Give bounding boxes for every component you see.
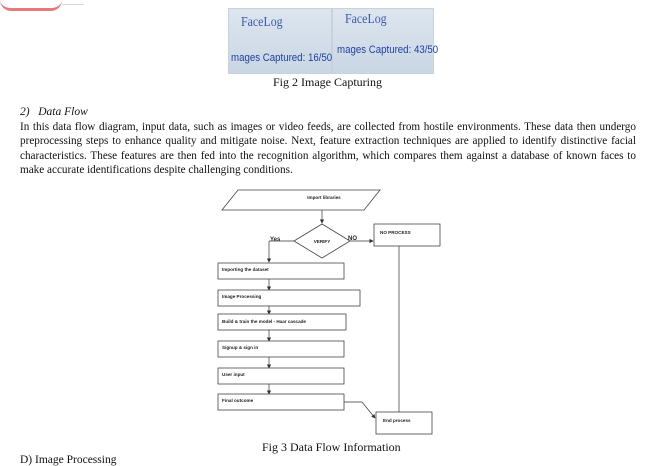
end-process-label: End process <box>383 418 411 423</box>
no-process-box <box>373 223 441 247</box>
step-box <box>217 262 345 280</box>
figure-caption: Fig 3 Data Flow Information <box>262 440 401 454</box>
step-box <box>217 289 361 307</box>
input-label: Import libraries <box>307 195 341 200</box>
capture-screenshot-left: FaceLog mages Captured: 16/50 <box>228 8 332 74</box>
step-box <box>217 367 345 385</box>
decision-label: VERIFY <box>314 239 331 244</box>
logo-fragment <box>0 0 62 11</box>
divider <box>62 4 84 5</box>
app-name: FaceLog <box>241 15 283 30</box>
capture-status: mages Captured: 43/50 <box>337 44 439 56</box>
end-process-box <box>375 411 433 435</box>
figure-caption: Fig 2 Image Capturing <box>273 75 382 89</box>
input-parallelogram <box>221 189 381 211</box>
section-heading: 2) Data Flow <box>20 106 88 118</box>
step-label: Signup & sign in <box>222 345 258 350</box>
step-box <box>217 340 345 358</box>
no-process-label: NO PROCESS <box>380 230 411 235</box>
app-name: FaceLog <box>345 12 387 27</box>
step-label: Importing the dataset <box>222 267 269 272</box>
step-label: Final outcome <box>222 398 254 403</box>
next-section-heading: D) Image Processing <box>20 454 117 466</box>
step-box <box>217 313 347 331</box>
section-title: Data Flow <box>38 106 88 118</box>
capture-status: mages Captured: 16/50 <box>231 52 333 64</box>
step-label: Image Processing <box>222 294 262 299</box>
flow-arrow <box>361 401 376 419</box>
no-label: NO <box>348 236 357 242</box>
step-label: Build & train the model - Haar cascade <box>222 319 306 324</box>
step-label: User input <box>222 372 245 377</box>
verify-diamond <box>293 223 351 259</box>
body-paragraph: In this data flow diagram, input data, s… <box>20 121 636 177</box>
yes-label: Yes <box>270 237 281 243</box>
section-number: 2) <box>20 106 30 118</box>
data-flow-diagram: Import libraries VERIFY Yes NO NO PROCES… <box>217 189 441 435</box>
capture-screenshot-right: FaceLog mages Captured: 43/50 <box>332 8 438 74</box>
